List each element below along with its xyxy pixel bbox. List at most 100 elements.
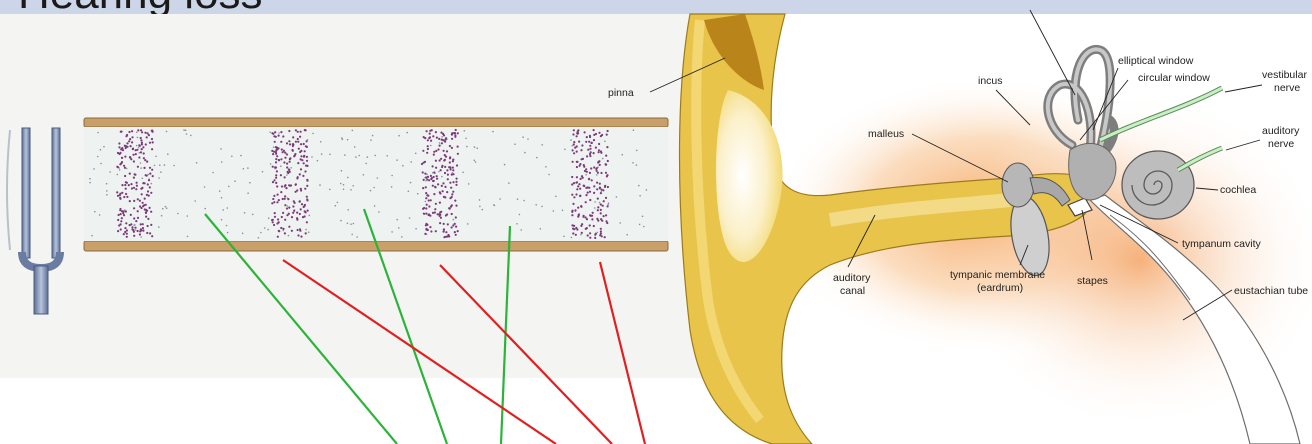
air-particle (520, 229, 522, 231)
air-particle (106, 194, 108, 196)
air-particle (139, 200, 141, 202)
air-particle (536, 157, 538, 159)
air-particle (308, 231, 310, 233)
air-particle (580, 205, 582, 207)
air-particle (450, 187, 452, 189)
air-particle (91, 235, 93, 237)
air-particle (141, 148, 143, 150)
air-particle (598, 151, 600, 153)
air-particle (585, 216, 587, 218)
label-vestibular-nerve-2: nerve (1274, 82, 1300, 94)
air-particle (587, 149, 589, 151)
air-particle (344, 154, 346, 156)
air-particle (586, 218, 588, 220)
air-particle (149, 207, 151, 209)
air-particle (133, 224, 135, 226)
air-particle (159, 164, 161, 166)
air-particle (292, 145, 294, 147)
air-particle (160, 171, 162, 173)
air-particle (147, 183, 149, 185)
air-particle (439, 214, 441, 216)
air-particle (586, 136, 588, 138)
air-particle (143, 167, 145, 169)
air-particle (603, 215, 605, 217)
air-particle (280, 141, 282, 143)
air-particle (583, 164, 585, 166)
air-particle (143, 152, 145, 154)
air-particle (579, 195, 581, 197)
air-particle (278, 135, 280, 137)
air-particle (128, 131, 130, 133)
air-particle (275, 153, 277, 155)
air-particle (453, 132, 455, 134)
air-particle (435, 167, 437, 169)
air-particle (125, 147, 127, 149)
air-particle (594, 201, 596, 203)
air-particle (274, 212, 276, 214)
air-particle (424, 173, 426, 175)
air-particle (607, 204, 609, 206)
air-particle (132, 148, 134, 150)
label-circular-window: circular window (1138, 72, 1210, 84)
air-particle (119, 163, 121, 165)
air-particle (589, 237, 591, 239)
air-particle (597, 206, 599, 208)
air-particle (607, 160, 609, 162)
air-particle (462, 172, 464, 174)
air-particle (596, 188, 598, 190)
air-particle (428, 199, 430, 201)
air-particle (240, 155, 242, 157)
air-particle (117, 174, 119, 176)
air-particle (275, 174, 277, 176)
label-pinna: pinna (608, 87, 634, 99)
air-particle (600, 233, 602, 235)
air-particle (435, 230, 437, 232)
air-particle (590, 215, 592, 217)
air-particle (291, 149, 293, 151)
air-particle (527, 138, 529, 140)
air-particle (148, 179, 150, 181)
air-particle (605, 163, 607, 165)
air-particle (439, 159, 441, 161)
label-auditory-nerve-1: auditory (1262, 125, 1300, 137)
air-particle (124, 231, 126, 233)
air-particle (289, 171, 291, 173)
air-particle (355, 156, 357, 158)
air-particle (593, 129, 595, 131)
air-particle (126, 233, 128, 235)
air-particle (142, 146, 144, 148)
air-particle (593, 134, 595, 136)
air-particle (573, 141, 575, 143)
air-particle (158, 177, 160, 179)
air-particle (430, 199, 432, 201)
air-particle (585, 174, 587, 176)
air-particle (519, 214, 521, 216)
air-particle (295, 191, 297, 193)
air-particle (342, 139, 344, 141)
air-particle (300, 236, 302, 238)
air-particle (589, 199, 591, 201)
air-particle (296, 212, 298, 214)
air-particle (166, 207, 168, 209)
air-particle (147, 132, 149, 134)
air-particle (435, 131, 437, 133)
air-particle (580, 225, 582, 227)
air-particle (587, 192, 589, 194)
air-particle (436, 175, 438, 177)
air-particle (589, 145, 591, 147)
air-particle (291, 216, 293, 218)
air-particle (352, 130, 354, 132)
air-particle (433, 176, 435, 178)
air-particle (306, 156, 308, 158)
air-particle (100, 163, 102, 165)
air-particle (145, 209, 147, 211)
air-particle (454, 134, 456, 136)
air-particle (317, 160, 319, 162)
air-particle (408, 191, 410, 193)
air-particle (540, 228, 542, 230)
air-particle (589, 191, 591, 193)
air-particle (572, 161, 574, 163)
air-particle (136, 132, 138, 134)
air-particle (137, 137, 139, 139)
air-particle (297, 162, 299, 164)
